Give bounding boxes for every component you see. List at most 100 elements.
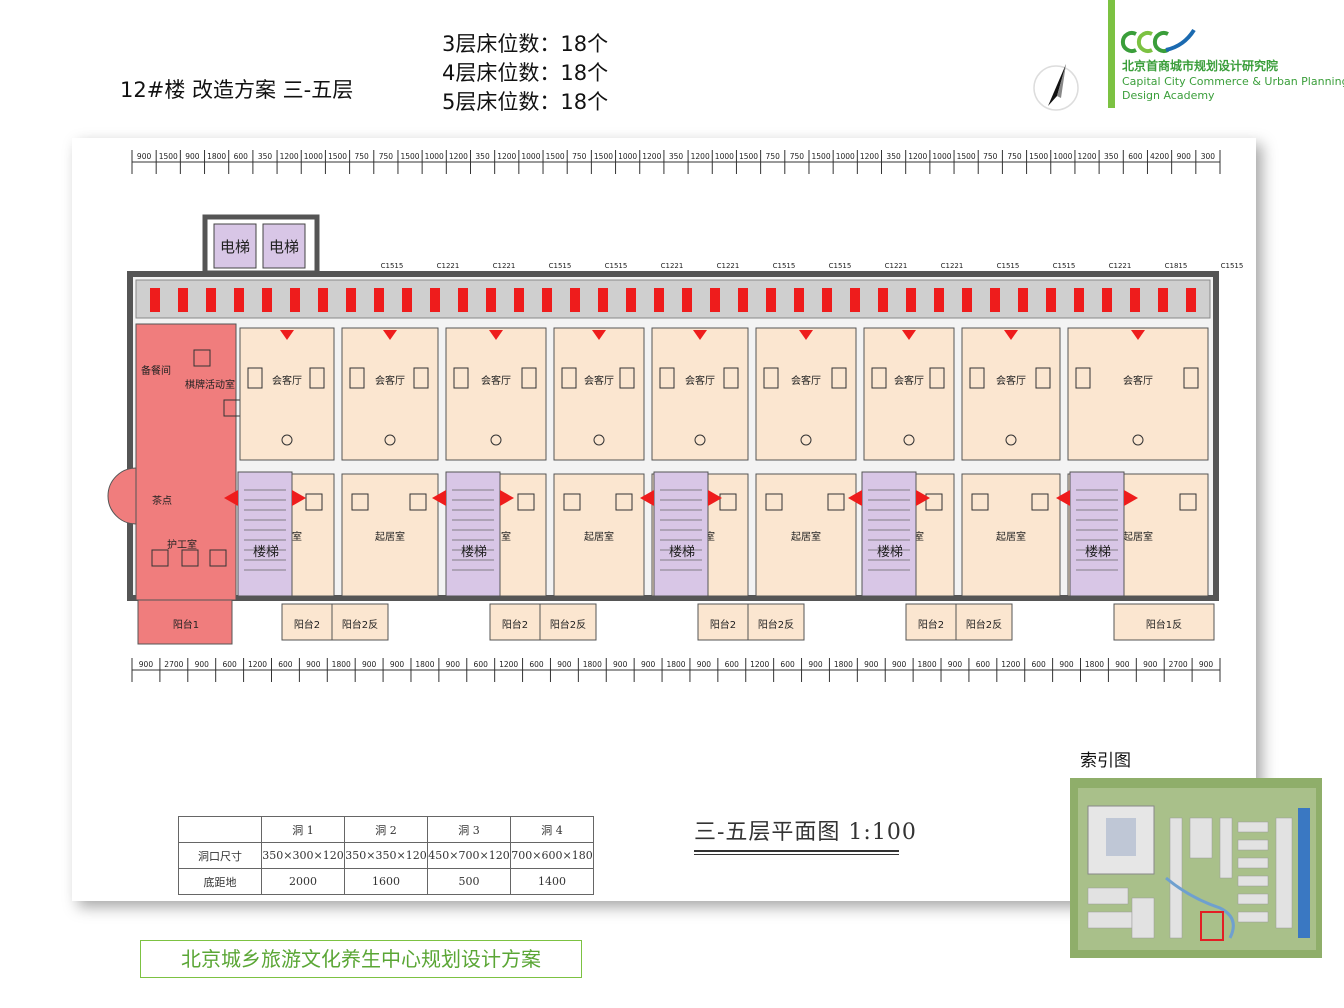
top-dimension-label: 350 xyxy=(475,152,490,161)
logo-name-en-2: Design Academy xyxy=(1122,89,1215,102)
corridor-vent-marker xyxy=(1158,288,1168,312)
bed-count-floor-3: 3层床位数：18个 xyxy=(442,32,609,56)
bottom-dimension-label: 1200 xyxy=(499,660,518,669)
balcony-label: 阳台2 xyxy=(710,618,736,631)
table-header-cell: 洞 1 xyxy=(261,816,345,843)
window-tag: C1815 xyxy=(1165,262,1188,270)
toilet-icon xyxy=(800,434,812,446)
corridor-vent-marker xyxy=(962,288,972,312)
elevator-car xyxy=(262,223,306,269)
door-arrow-icon xyxy=(489,330,503,340)
entry-arrow-icon xyxy=(1056,490,1070,506)
unit-living-label: 会客厅 xyxy=(375,374,405,387)
door-arrow-icon xyxy=(799,330,813,340)
window-tag: C1515 xyxy=(381,262,404,270)
unit-living-label: 会客厅 xyxy=(894,374,924,387)
unit-bedroom-label: 起居室 xyxy=(1123,530,1153,543)
corridor-vent-marker xyxy=(710,288,720,312)
bottom-dimension-label: 900 xyxy=(1143,660,1158,669)
bed-icon xyxy=(305,493,323,511)
top-dimension-label: 1500 xyxy=(1029,152,1048,161)
corridor-vent-marker xyxy=(458,288,468,312)
bed-icon xyxy=(1031,493,1049,511)
bottom-dimension-label: 600 xyxy=(474,660,489,669)
furniture xyxy=(521,367,537,389)
floor-plan: 900 1500 900 1800 600 350 1200 1000 1500 750 750 15… xyxy=(107,150,1243,682)
stair-label: 楼梯 xyxy=(669,545,695,560)
bottom-dimension-label: 900 xyxy=(139,660,154,669)
furniture xyxy=(309,367,325,389)
bed-icon xyxy=(925,493,943,511)
entry-arrow-icon xyxy=(708,490,722,506)
furniture xyxy=(181,549,199,567)
furniture xyxy=(561,367,577,389)
table-header-cell: 洞 4 xyxy=(510,816,594,843)
table-cell: 洞口尺寸 xyxy=(178,842,262,869)
balcony xyxy=(281,603,333,641)
corridor-vent-marker xyxy=(794,288,804,312)
window-tag: C1515 xyxy=(605,262,628,270)
corridor-vent-marker xyxy=(878,288,888,312)
corridor-vent-marker xyxy=(514,288,524,312)
top-dimension-label: 1000 xyxy=(304,152,323,161)
door-arrow-icon xyxy=(592,330,606,340)
unit-living-block xyxy=(863,327,955,461)
top-dimension-label: 750 xyxy=(766,152,781,161)
unit-living-block xyxy=(239,327,335,461)
corridor-vent-marker xyxy=(850,288,860,312)
top-dimension-label: 1500 xyxy=(328,152,347,161)
top-dimension-label: 1000 xyxy=(425,152,444,161)
bottom-dimension-label: 2700 xyxy=(164,660,183,669)
table-row: 底距地 2000 1600 500 1400 xyxy=(178,868,594,895)
corridor-vent-marker xyxy=(1102,288,1112,312)
stairwell xyxy=(861,471,917,597)
top-dimension-label: 1500 xyxy=(546,152,565,161)
bottom-dimension-label: 600 xyxy=(222,660,237,669)
bed-icon xyxy=(765,493,783,511)
unit-living-label: 会客厅 xyxy=(685,374,715,387)
balcony-label: 阳台2 xyxy=(294,618,320,631)
corridor-vent-marker xyxy=(346,288,356,312)
unit-living-label: 会客厅 xyxy=(1123,374,1153,387)
bottom-dimension-label: 900 xyxy=(390,660,405,669)
furniture xyxy=(929,367,945,389)
balcony-label: 阳台2反 xyxy=(966,618,1002,631)
bottom-dimension-label: 900 xyxy=(892,660,907,669)
table-cell: 500 xyxy=(427,868,511,895)
bottom-dimension-label: 1800 xyxy=(834,660,853,669)
unit-living-block xyxy=(755,327,857,461)
furniture xyxy=(659,367,675,389)
door-arrow-icon xyxy=(1004,330,1018,340)
bottom-dimension-label: 1800 xyxy=(332,660,351,669)
furniture xyxy=(969,367,985,389)
corridor-vent-marker xyxy=(1186,288,1196,312)
top-dimension-label: 1500 xyxy=(812,152,831,161)
corridor-vent-marker xyxy=(234,288,244,312)
public-room-label: 备餐间 xyxy=(141,364,171,377)
bottom-dimension-label: 2700 xyxy=(1169,660,1188,669)
furniture xyxy=(453,367,469,389)
index-map-label: 索引图 xyxy=(1080,751,1131,771)
top-dimension-label: 350 xyxy=(258,152,273,161)
toilet-icon xyxy=(903,434,915,446)
top-dimension-label: 1500 xyxy=(594,152,613,161)
page-title: 12#楼 改造方案 三-五层 xyxy=(120,78,354,102)
bottom-dimension-label: 600 xyxy=(278,660,293,669)
bottom-dimension-label: 600 xyxy=(976,660,991,669)
balcony xyxy=(905,603,957,641)
company-logo: 北京首商城市规划设计研究院 Capital City Commerce & Ur… xyxy=(1108,0,1344,108)
bottom-dimension-label: 900 xyxy=(697,660,712,669)
furniture xyxy=(619,367,635,389)
furniture xyxy=(723,367,739,389)
public-room-label: 棋牌活动室 xyxy=(185,378,235,391)
top-dimension-label: 1000 xyxy=(932,152,951,161)
top-dimension-label: 750 xyxy=(1007,152,1022,161)
bottom-dimension-label: 900 xyxy=(864,660,879,669)
unit-living-label: 会客厅 xyxy=(791,374,821,387)
top-dimension-label: 600 xyxy=(1128,152,1143,161)
bottom-dimension-label: 900 xyxy=(306,660,321,669)
top-dimension-label: 900 xyxy=(137,152,152,161)
top-dimension-label: 1200 xyxy=(497,152,516,161)
corridor-vent-marker xyxy=(934,288,944,312)
top-dimension-label: 750 xyxy=(379,152,394,161)
